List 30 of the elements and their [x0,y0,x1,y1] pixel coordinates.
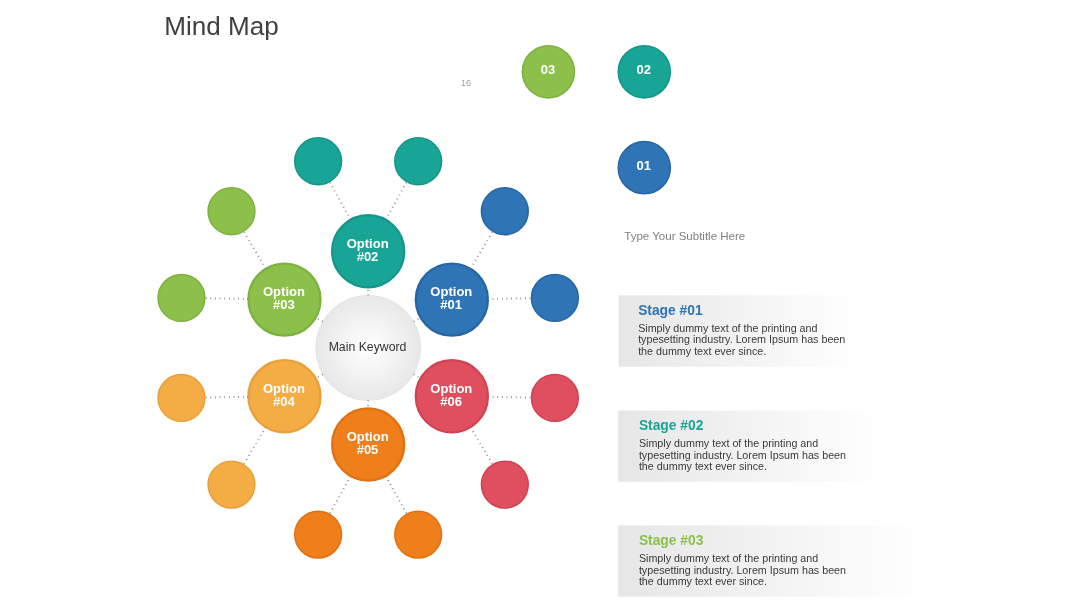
connector [384,475,408,516]
node-circle [207,460,256,509]
label: Type Your Subtitle Here [624,230,746,243]
node-circle [207,187,256,236]
node-circle [157,273,206,323]
connector [242,230,267,270]
connector [203,297,250,300]
node-circle [480,460,529,509]
connector [469,230,494,270]
connector [242,426,267,466]
connector [328,180,352,221]
node-circle [157,373,206,423]
node-circle: 01 [617,140,672,195]
connector [469,426,494,466]
label: 16 [460,78,472,89]
node-circle [394,137,443,186]
node-circle: 02 [617,44,672,99]
connector [384,180,408,221]
node-circle: Option #05 [330,407,406,482]
connector [328,475,352,516]
node-circle: 03 [521,44,576,99]
node-circle [293,137,343,186]
node-circle [394,510,443,559]
node-circle [530,373,579,423]
node-circle [480,187,529,236]
node-circle: Option #02 [330,214,406,289]
node-circle [293,510,343,559]
connector [203,395,250,399]
diagram-title: Mind Map [164,11,279,42]
node-circle [530,273,579,323]
